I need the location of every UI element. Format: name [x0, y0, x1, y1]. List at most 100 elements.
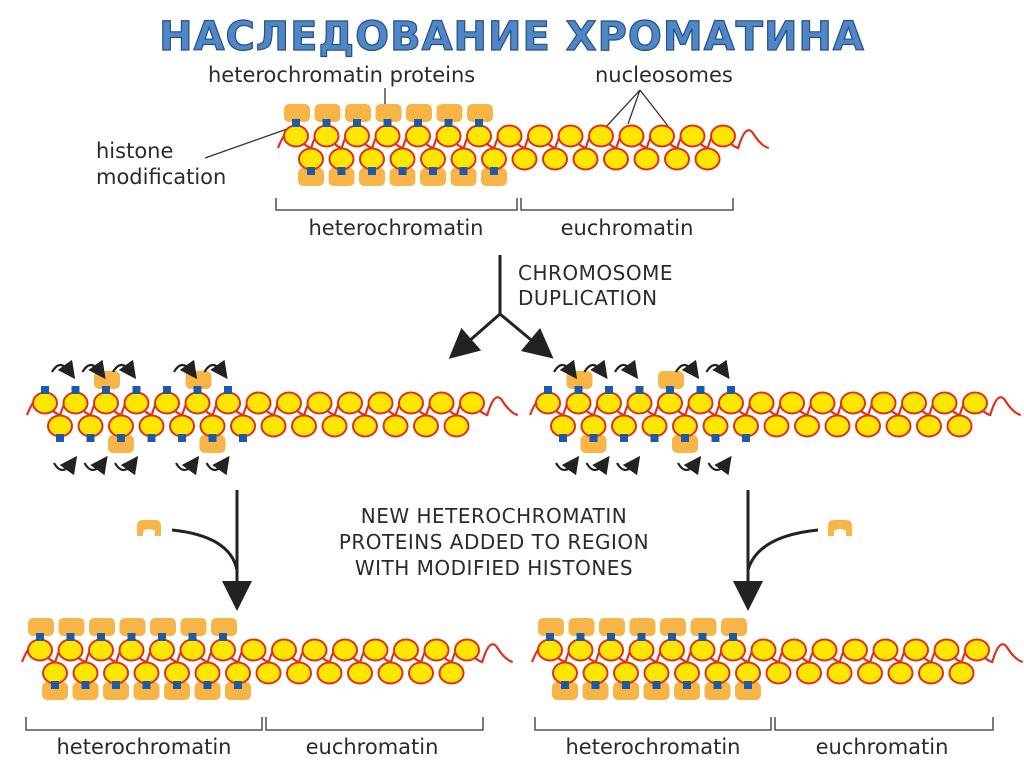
histone-modification-mark [127, 633, 136, 641]
histone-modification-mark [589, 434, 598, 442]
nucleosome [199, 414, 226, 438]
histone-modification-mark [97, 633, 105, 641]
histone-modification-mark [576, 633, 585, 641]
histone-modification-mark [368, 167, 376, 175]
histone-modification-mark [234, 681, 242, 689]
histone-modification-mark [727, 386, 735, 394]
histone-modification-mark [574, 386, 583, 394]
nucleosome [321, 414, 348, 438]
nucleosome [931, 391, 958, 415]
nucleosome [613, 661, 639, 685]
nucleosome [408, 661, 434, 685]
nucleosome [964, 638, 990, 662]
nucleosome [948, 661, 975, 685]
histone-modification-mark [544, 386, 552, 394]
step-new-proteins-2: PROTEINS ADDED TO REGION [339, 530, 649, 554]
nucleosome [794, 414, 820, 438]
nucleosome [535, 391, 561, 415]
histone-modification-mark [66, 633, 75, 641]
nucleosome [230, 414, 256, 438]
nucleosome [511, 147, 538, 171]
step-new-proteins-1: NEW HETEROCHROMATIN [361, 504, 628, 528]
chromatin-fiber-daughter-right [528, 371, 1022, 453]
histone-modification-mark [337, 167, 346, 175]
nucleosome [260, 414, 287, 438]
nucleosome [382, 414, 409, 438]
histone-modification-mark [650, 434, 659, 442]
nucleosome [184, 391, 211, 415]
nucleosome [393, 638, 419, 662]
histone-modification-mark [444, 119, 453, 127]
nucleosome [596, 391, 622, 415]
nucleosome [748, 391, 775, 415]
chromatin-fiber-restored-left [20, 618, 514, 700]
label-nucleosomes: nucleosomes [595, 63, 733, 87]
nucleosome [550, 414, 576, 438]
nucleosome [316, 661, 343, 685]
nucleosome [215, 391, 241, 415]
nucleosome [842, 638, 868, 662]
histone-modification-mark [490, 167, 498, 175]
nucleosome [347, 661, 373, 685]
histone-modification-mark [744, 681, 752, 689]
nucleosome [225, 661, 251, 685]
nucleosome [885, 414, 912, 438]
nucleosome [154, 391, 180, 415]
nucleosome [720, 638, 746, 662]
nucleosome [454, 638, 480, 662]
nucleosome [328, 147, 355, 171]
histone-modification-mark [292, 119, 300, 127]
nucleosome [210, 638, 236, 662]
nucleosome [47, 414, 73, 438]
histone-modification-mark [681, 434, 689, 442]
histone-modification-mark [208, 434, 217, 442]
histone-modification-mark [112, 681, 120, 689]
histone-modification-mark [559, 434, 567, 442]
chromatin-fiber-restored-right [530, 618, 1024, 700]
nucleosome [149, 638, 175, 662]
histone-modification-mark [41, 386, 49, 394]
nucleosome [481, 147, 507, 171]
histone-modification-mark [561, 681, 569, 689]
nucleosome [291, 414, 317, 438]
nucleosome [710, 124, 736, 148]
label-euchromatin-bottom-right: euchromatin [816, 735, 949, 759]
nucleosome [420, 147, 446, 171]
nucleosome [633, 147, 660, 171]
nucleosome [733, 414, 759, 438]
nucleosome [824, 414, 851, 438]
nucleosome [567, 638, 594, 662]
histone-modification-mark [219, 633, 227, 641]
histone-modification-mark [414, 119, 422, 127]
nucleosome [796, 661, 822, 685]
nucleosome [618, 124, 645, 148]
nucleosome [781, 638, 807, 662]
nucleosome [164, 661, 190, 685]
nucleosome [702, 414, 729, 438]
nucleosome [496, 124, 523, 148]
histone-modification-mark [696, 386, 705, 394]
histone-modification-mark [158, 633, 166, 641]
histone-modification-mark [307, 167, 315, 175]
protein-icon [137, 520, 852, 536]
histone-modification-mark [742, 434, 750, 442]
nucleosome [344, 124, 370, 148]
nucleosome [405, 124, 431, 148]
nucleosome [377, 661, 404, 685]
nucleosome [352, 414, 378, 438]
nucleosome [580, 414, 607, 438]
histone-modification-mark [239, 434, 247, 442]
nucleosome [179, 638, 206, 662]
nucleosome [306, 391, 333, 415]
histone-modification-mark [475, 119, 483, 127]
histone-modification-mark [637, 633, 646, 641]
nucleosome [679, 124, 706, 148]
histone-modification-mark [683, 681, 691, 689]
nucleosome [459, 391, 485, 415]
histone-modification-mark [188, 633, 197, 641]
nucleosome [588, 124, 614, 148]
histone-modification-mark [605, 386, 613, 394]
histone-modification-mark [147, 434, 156, 442]
nucleosome [286, 661, 312, 685]
